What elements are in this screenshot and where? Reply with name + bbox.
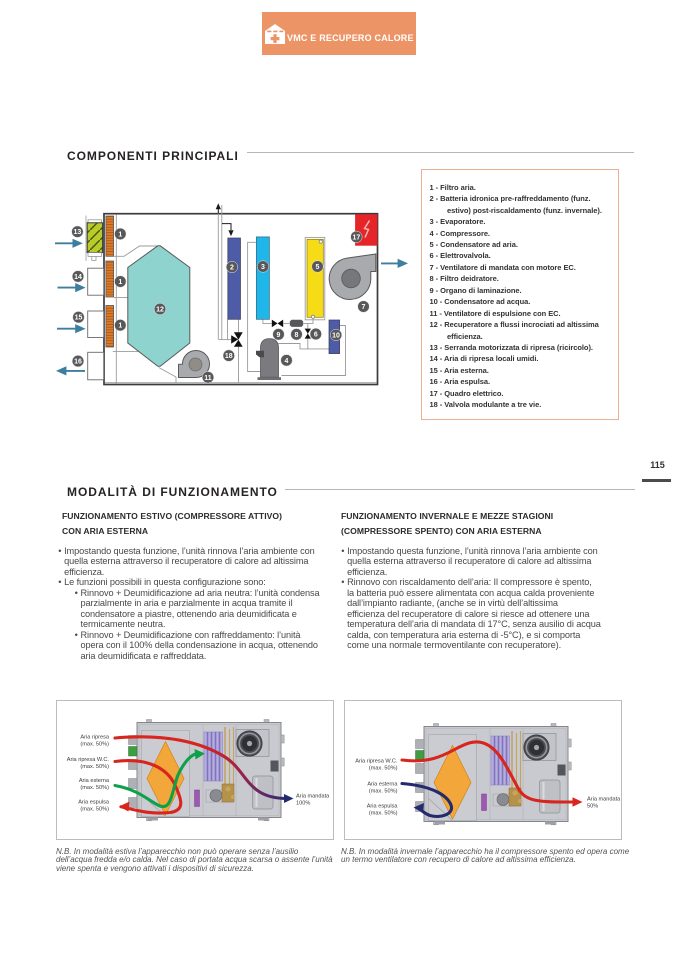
svg-text:4: 4 (285, 358, 289, 365)
svg-text:5: 5 (316, 264, 320, 271)
svg-text:1: 1 (118, 231, 122, 238)
svg-text:(max. 50%): (max. 50%) (369, 811, 398, 817)
svg-text:Aria espulsa: Aria espulsa (367, 804, 399, 810)
svg-text:100%: 100% (296, 801, 310, 807)
svg-text:11: 11 (204, 375, 212, 382)
svg-text:9: 9 (277, 332, 281, 339)
svg-text:13: 13 (74, 229, 82, 236)
svg-text:16: 16 (74, 359, 82, 366)
svg-text:17: 17 (353, 234, 361, 241)
svg-text:1: 1 (118, 279, 122, 286)
svg-text:Aria mandata: Aria mandata (587, 796, 621, 802)
svg-text:8: 8 (295, 332, 299, 339)
svg-text:50%: 50% (587, 804, 598, 810)
svg-text:Aria espulsa: Aria espulsa (78, 800, 110, 806)
svg-text:10: 10 (332, 333, 340, 340)
svg-text:6: 6 (314, 332, 318, 339)
svg-text:Aria ripresa W.C.: Aria ripresa W.C. (355, 759, 398, 765)
svg-text:7: 7 (362, 304, 366, 311)
svg-text:15: 15 (75, 315, 83, 322)
svg-text:(max. 50%): (max. 50%) (369, 766, 398, 772)
svg-text:Aria esterna: Aria esterna (79, 778, 110, 784)
svg-text:(max. 50%): (max. 50%) (80, 807, 109, 813)
svg-text:14: 14 (74, 274, 82, 281)
svg-text:(max. 50%): (max. 50%) (80, 764, 109, 770)
svg-text:(max. 50%): (max. 50%) (80, 785, 109, 791)
svg-text:18: 18 (225, 353, 233, 360)
svg-text:Aria mandata: Aria mandata (296, 793, 330, 799)
svg-text:1: 1 (118, 323, 122, 330)
svg-text:(max. 50%): (max. 50%) (369, 789, 398, 795)
svg-text:3: 3 (261, 264, 265, 271)
svg-text:Aria ripresa: Aria ripresa (80, 735, 109, 741)
svg-text:Aria ripresa W.C.: Aria ripresa W.C. (67, 757, 110, 763)
svg-text:2: 2 (230, 265, 234, 272)
svg-text:12: 12 (156, 307, 164, 314)
svg-text:Aria esterna: Aria esterna (367, 782, 398, 788)
svg-text:(max. 50%): (max. 50%) (80, 742, 109, 748)
